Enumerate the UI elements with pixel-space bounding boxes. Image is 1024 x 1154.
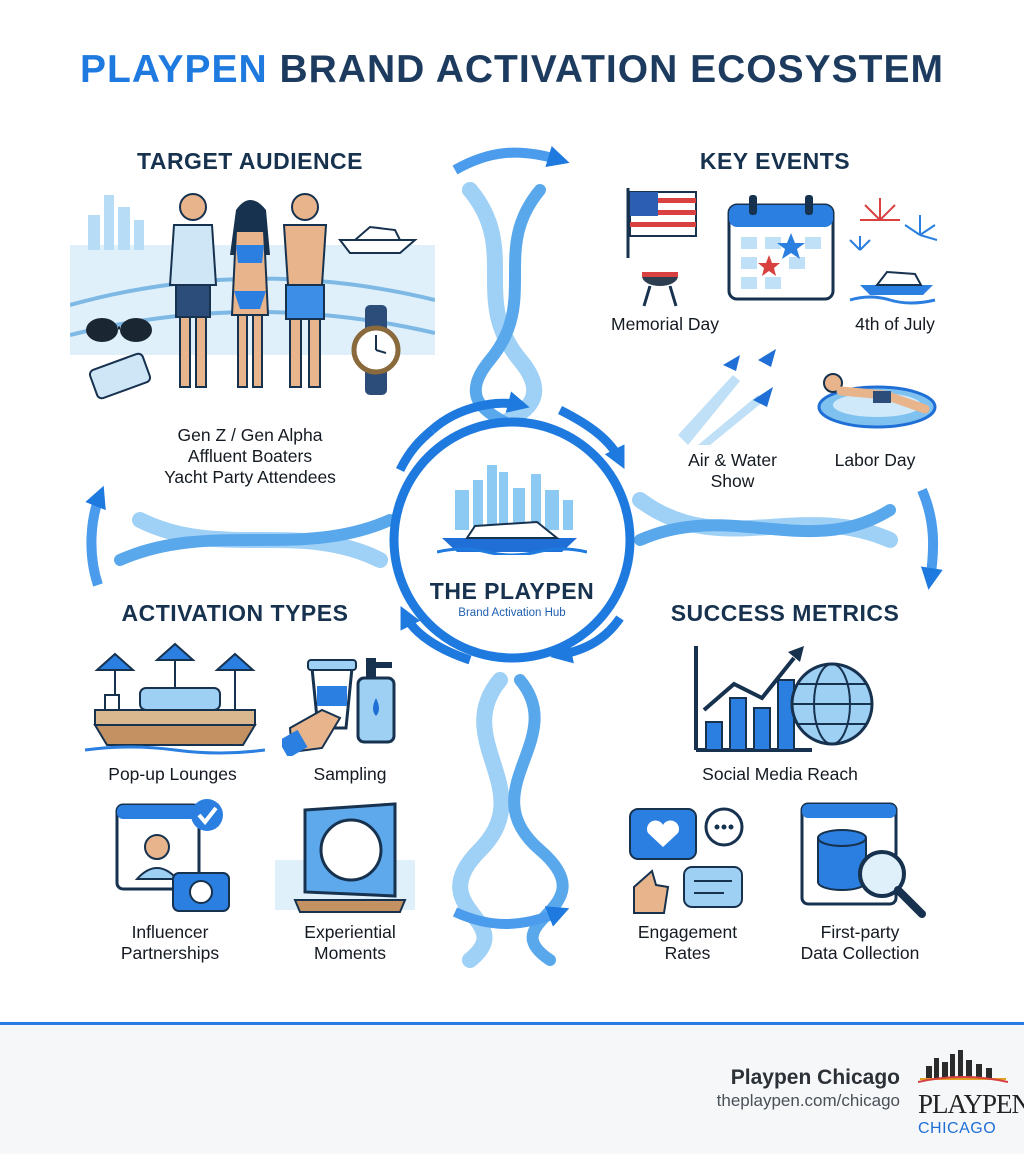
arrow-top	[452, 146, 570, 175]
footer	[0, 1025, 1024, 1154]
activation-types-heading: ACTIVATION TYPES	[121, 600, 349, 626]
event-label-july: 4th of July	[855, 314, 935, 334]
ribbon-bottom	[452, 672, 569, 968]
smartphone-icon	[88, 352, 152, 400]
jets-icon	[678, 349, 776, 445]
footer-brand-name: Playpen Chicago	[730, 1066, 900, 1089]
calendar-icon	[727, 195, 835, 301]
sampling-icon	[282, 658, 396, 756]
activation-label-sampling: Sampling	[313, 764, 387, 784]
ribbon-left	[114, 512, 396, 568]
activation-label-lounges: Pop-up Lounges	[108, 764, 237, 784]
arrow-bottom	[452, 906, 570, 929]
title-brand: PLAYPEN	[80, 48, 268, 91]
database-search-icon	[800, 802, 926, 918]
footer-url[interactable]: theplaypen.com/chicago	[716, 1091, 900, 1110]
fireworks-boat-icon	[849, 198, 938, 305]
event-label-labor: Labor Day	[834, 450, 916, 470]
installation-icon	[275, 802, 415, 913]
engagement-icon	[629, 807, 744, 914]
lounge-icon	[85, 642, 265, 755]
event-label-airshow-line2: Show	[710, 471, 755, 491]
metric-label-engagement: Engagement Rates	[637, 922, 738, 963]
success-metrics-heading: SUCCESS METRICS	[670, 600, 900, 626]
hub-title: THE PLAYPEN	[429, 578, 595, 604]
page-title: PLAYPEN BRAND ACTIVATION ECOSYSTEM	[0, 48, 1024, 92]
audience-list: Gen Z / Gen Alpha Affluent Boaters Yacht…	[100, 425, 400, 488]
audience-line-1: Gen Z / Gen Alpha	[177, 425, 323, 445]
flag-grill-icon	[626, 188, 697, 307]
watch-icon	[351, 305, 401, 395]
metric-label-data: First-party Data Collection	[800, 922, 920, 963]
playpen-logo: PLAYPEN CHICAGO	[917, 1048, 1024, 1137]
arrow-left	[85, 485, 106, 587]
influencer-icon	[115, 799, 230, 912]
logo-skyline-icon	[917, 1050, 1009, 1083]
hub-skyline-boat-icon	[437, 465, 587, 555]
title-rest: BRAND ACTIVATION ECOSYSTEM	[279, 48, 944, 91]
activation-label-influencer: Influencer Partnerships	[120, 922, 220, 963]
people-illustration	[70, 193, 435, 400]
sunglasses-icon	[86, 318, 152, 342]
metric-label-social: Social Media Reach	[702, 764, 858, 784]
event-label-memorial: Memorial Day	[611, 314, 719, 334]
event-label-airshow: Air & Water Show	[660, 450, 805, 492]
pool-float-icon	[817, 373, 937, 429]
logo-wordmark: PLAYPEN	[918, 1089, 1024, 1119]
hub-subtitle: Brand Activation Hub	[458, 607, 566, 619]
yacht-icon	[337, 225, 418, 254]
chart-globe-icon	[694, 646, 874, 752]
audience-line-2: Affluent Boaters	[187, 446, 313, 466]
activation-label-experiential: Experiential Moments	[304, 922, 396, 963]
ribbon-right	[632, 492, 898, 548]
audience-line-3: Yacht Party Attendees	[164, 467, 336, 487]
target-audience-heading: TARGET AUDIENCE	[137, 148, 363, 174]
key-events-heading: KEY EVENTS	[699, 148, 851, 174]
arrow-right	[917, 488, 943, 590]
event-label-airshow-line1: Air & Water	[688, 450, 777, 470]
footer-divider	[0, 1022, 1024, 1025]
logo-subtext: CHICAGO	[918, 1120, 997, 1137]
